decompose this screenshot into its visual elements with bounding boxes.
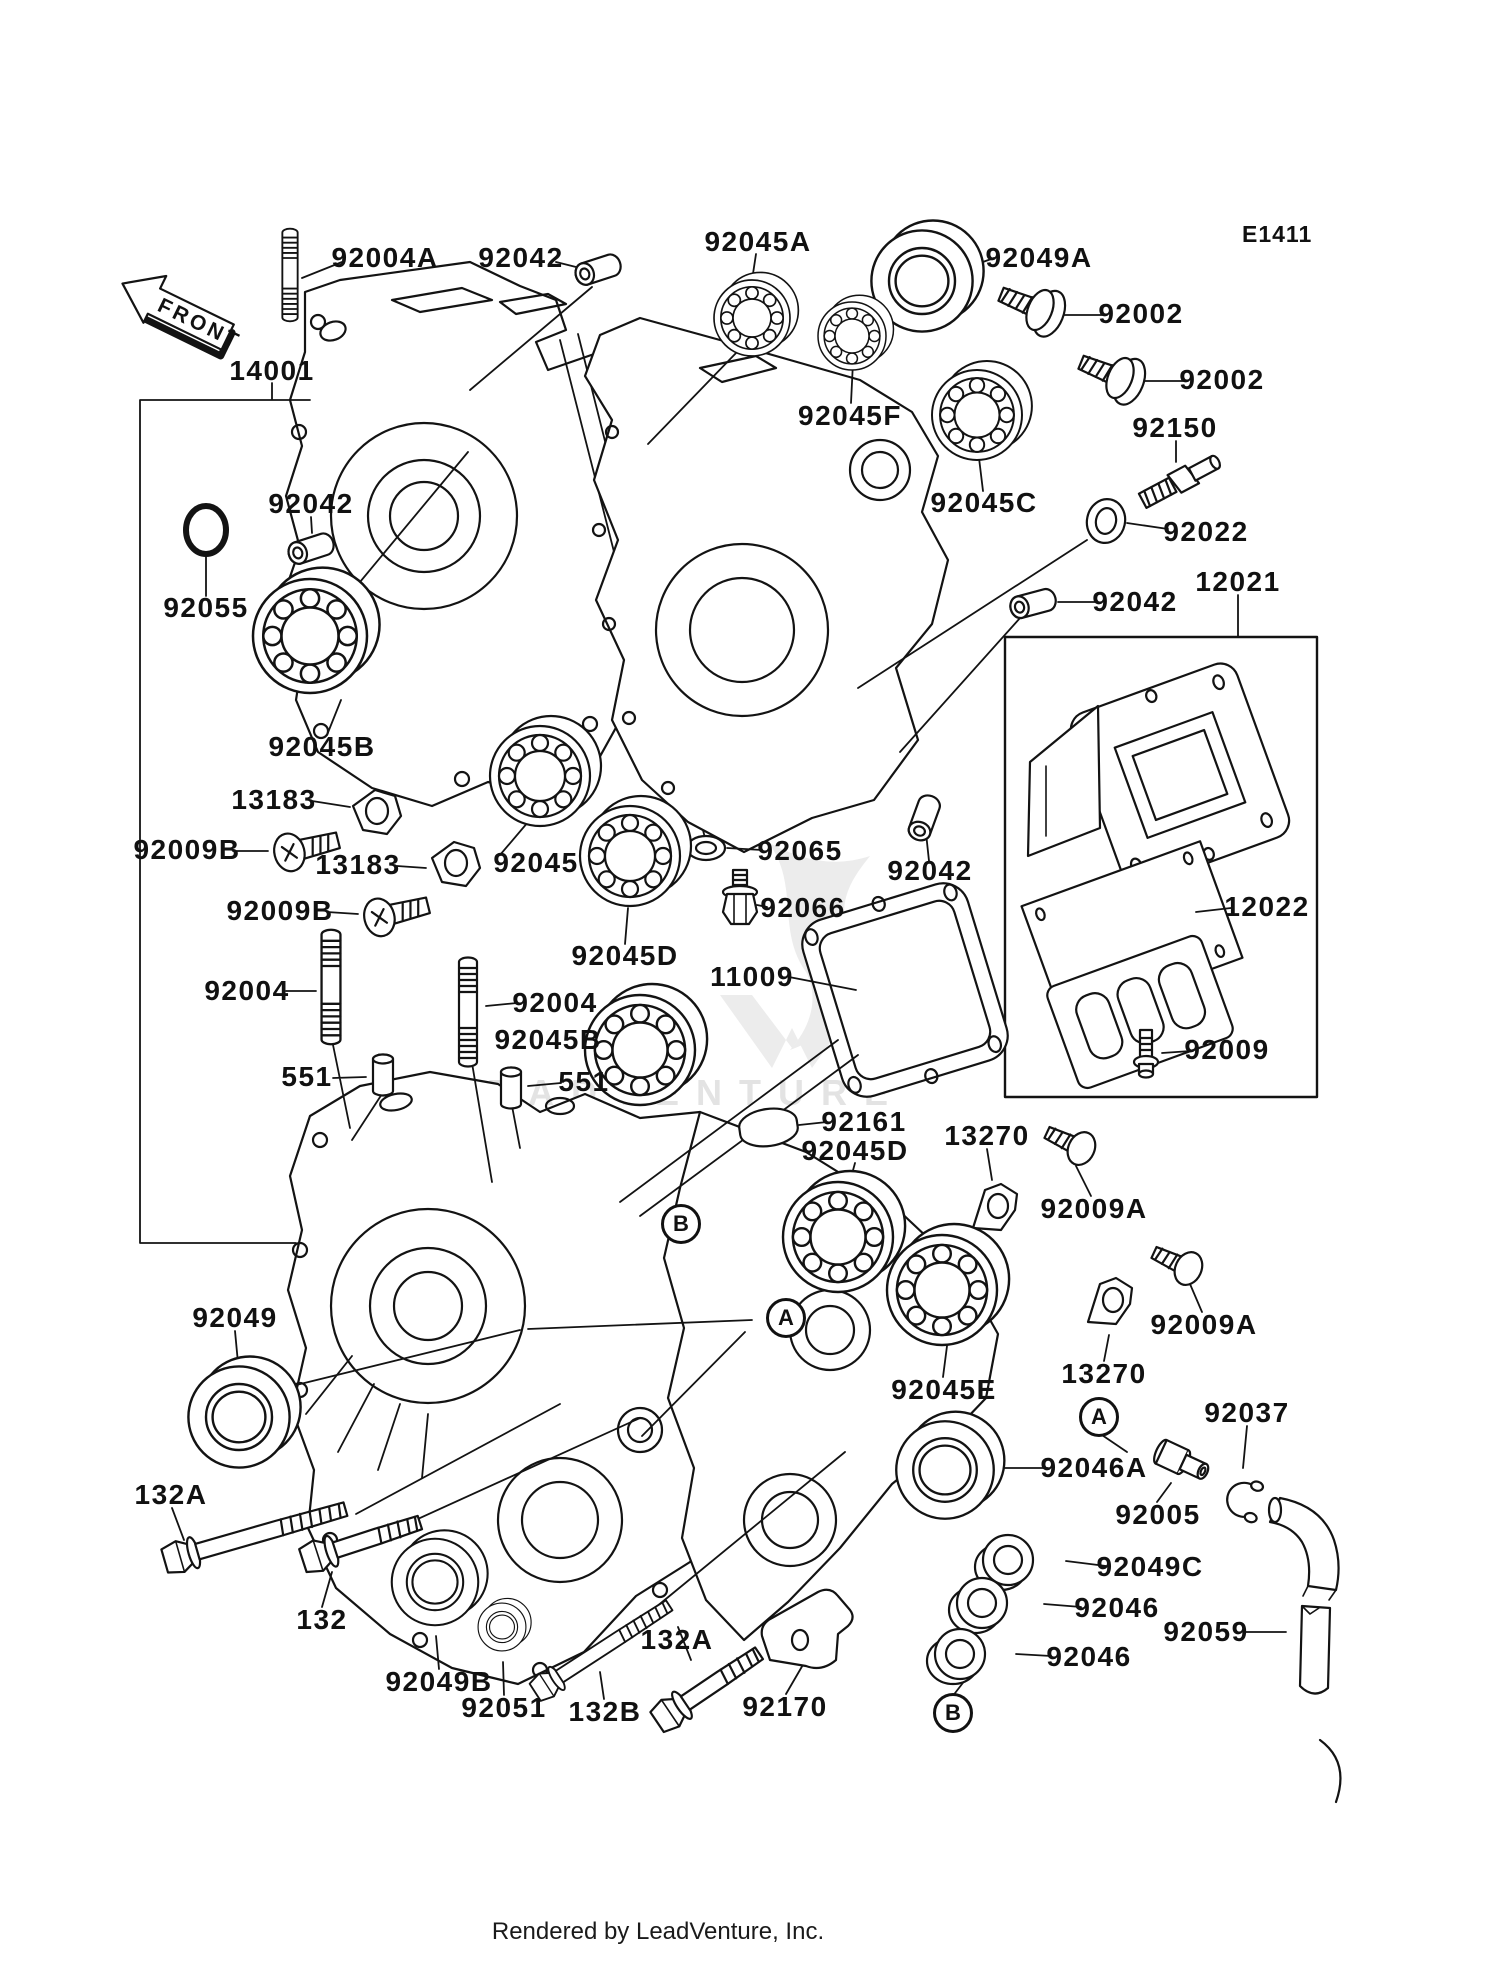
part-label-12021: 12021 [1195,566,1281,597]
footer-credit: Rendered by LeadVenture, Inc. [491,1918,825,1945]
part-label-92049B: 92049B [385,1666,493,1697]
part-label-92055: 92055 [163,592,249,623]
part-label-92009A: 92009A [1150,1309,1258,1340]
hose-92059 [1267,1496,1340,1695]
section-marker-A: A [766,1298,806,1338]
part-label-132: 132 [296,1604,348,1635]
part-label-13183: 13183 [231,784,317,815]
part-label-92049A: 92049A [985,242,1093,273]
part-label-13270: 13270 [1061,1358,1147,1389]
part-label-92005: 92005 [1115,1499,1201,1530]
part-label-132B: 132B [568,1696,642,1727]
part-label-92045A: 92045A [704,226,812,257]
front-arrow: FRONT [121,274,245,360]
part-label-12022: 12022 [1224,891,1310,922]
part-label-92037: 92037 [1204,1397,1290,1428]
part-label-92065: 92065 [757,835,843,866]
parts-layer [159,219,1340,1737]
leader-lines [139,253,1287,1700]
part-label-132A: 132A [640,1624,714,1655]
part-label-92009: 92009 [1184,1034,1270,1065]
part-label-92046: 92046 [1074,1592,1160,1623]
part-label-13270: 13270 [944,1120,1030,1151]
part-label-92049C: 92049C [1096,1551,1204,1582]
part-label-92046A: 92046A [1040,1452,1148,1483]
part-label-92002: 92002 [1179,364,1265,395]
part-label-92004A: 92004A [331,242,439,273]
part-label-92059: 92059 [1163,1616,1249,1647]
part-label-92045B: 92045B [268,731,376,762]
part-label-92042: 92042 [1092,586,1178,617]
part-label-92045E: 92045E [891,1374,997,1405]
part-label-92161: 92161 [821,1106,907,1137]
part-label-132A: 132A [134,1479,208,1510]
section-marker-B: B [661,1204,701,1244]
section-marker-A: A [1079,1397,1119,1437]
part-label-13183: 13183 [315,849,401,880]
part-label-92009A: 92009A [1040,1193,1148,1224]
part-label-551: 551 [281,1061,333,1092]
part-label-92045F: 92045F [798,400,902,431]
part-label-92045B: 92045B [494,1024,602,1055]
part-label-92022: 92022 [1163,516,1249,547]
reed-valve-box [1003,635,1319,1099]
part-label-92009B: 92009B [133,834,241,865]
part-label-92150: 92150 [1132,412,1218,443]
part-label-92042: 92042 [478,242,564,273]
part-label-92045D: 92045D [801,1135,909,1166]
part-label-92049: 92049 [192,1302,278,1333]
part-label-92042: 92042 [887,855,973,886]
part-label-92066: 92066 [760,892,846,923]
part-label-92046: 92046 [1046,1641,1132,1672]
crankcase-upper-right [583,316,950,854]
part-label-11009: 11009 [710,961,794,992]
part-label-551: 551 [558,1066,610,1097]
part-label-92004: 92004 [512,987,598,1018]
part-label-92170: 92170 [742,1691,828,1722]
part-label-92004: 92004 [204,975,290,1006]
part-label-92009B: 92009B [226,895,334,926]
section-marker-B: B [933,1693,973,1733]
part-label-92051: 92051 [461,1692,547,1723]
gasket-11009 [801,882,1009,1098]
part-label-14001: 14001 [229,355,315,386]
page-code: E1411 [1242,221,1313,247]
part-label-92002: 92002 [1098,298,1184,329]
part-label-92042: 92042 [268,488,354,519]
part-label-92045C: 92045C [930,487,1038,518]
part-label-92045D: 92045D [571,940,679,971]
part-label-92045: 92045 [493,847,579,878]
